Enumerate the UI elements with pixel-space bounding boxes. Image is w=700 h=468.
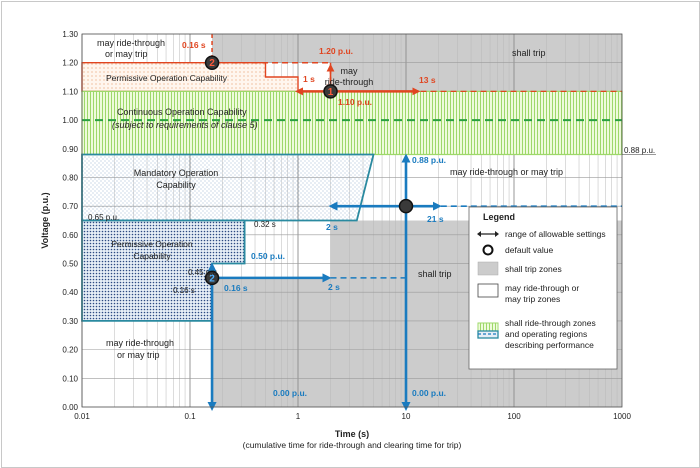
x-tick-label: 1 bbox=[296, 412, 301, 421]
annotation-5: 1.10 p.u. bbox=[338, 97, 372, 107]
y-tick-label: 1.30 bbox=[62, 30, 78, 39]
x-axis-title: Time (s) bbox=[335, 429, 369, 439]
annotation-4: 13 s bbox=[419, 75, 436, 85]
label-permissive-low-1: Permissive Operation bbox=[111, 239, 193, 249]
regions-layer bbox=[81, 62, 656, 322]
y-tick-label: 1.20 bbox=[62, 59, 78, 68]
annotation-13: 0.45 p.u. bbox=[188, 268, 219, 277]
label-continuous-note: (subject to requirements of clause 5) bbox=[112, 120, 258, 130]
default-value-id: 1 bbox=[328, 87, 334, 98]
plot-border bbox=[81, 33, 623, 408]
y-tick-label: 1.00 bbox=[62, 116, 78, 125]
annotation-1: 0.16 s bbox=[182, 40, 206, 50]
label-ride-through-bottom-1: may ride-through bbox=[106, 338, 174, 348]
annotation-12: 0.50 p.u. bbox=[251, 251, 285, 261]
legend: Legend range of allowable settings default… bbox=[468, 206, 618, 370]
settings-lines-layer: 1 2 2 bbox=[204, 34, 622, 411]
x-tick-label: 0.01 bbox=[74, 412, 90, 421]
y-tick-label: 0.60 bbox=[62, 231, 78, 240]
y-tick-label: 0.00 bbox=[62, 403, 78, 412]
label-ride-through-bottom-2: or may trip bbox=[117, 350, 160, 360]
annotation-9: 2 s bbox=[326, 222, 338, 232]
label-ride-through-mid: may ride-through or may trip bbox=[450, 167, 563, 177]
axes-layer: 0.00 0.10 0.20 0.30 0.40 0.50 0.60 0.70 0.80 0.90… bbox=[40, 30, 631, 450]
annotation-18: 0.00 p.u. bbox=[412, 388, 446, 398]
y-tick-label: 1.10 bbox=[62, 87, 78, 96]
label-continuous: Continuous Operation Capability bbox=[117, 107, 247, 117]
legend-circle-icon bbox=[482, 244, 494, 256]
legend-title: Legend bbox=[483, 212, 515, 222]
label-shall-trip-mid: shall trip bbox=[418, 269, 452, 279]
annotation-14: 0.16 s bbox=[173, 286, 195, 295]
annotation-2: 1.20 p.u. bbox=[319, 46, 353, 56]
label-mandatory-2: Capability bbox=[156, 180, 196, 190]
default-value-id: 2 bbox=[209, 58, 215, 69]
legend-entry-5b: and operating regions bbox=[505, 329, 587, 339]
label-shall-trip-top: shall trip bbox=[512, 48, 546, 58]
y-axis-title: Voltage (p.u.) bbox=[40, 192, 50, 248]
annotation-16: 2 s bbox=[328, 282, 340, 292]
legend-entry-4a: may ride-through or bbox=[505, 283, 579, 293]
default-value-id: 2 bbox=[209, 273, 215, 284]
x-tick-label: 0.1 bbox=[184, 412, 196, 421]
x-axis-subtitle: (cumulative time for ride-through and cl… bbox=[243, 440, 462, 450]
y-tick-label: 0.50 bbox=[62, 260, 78, 269]
default-value-marker-4 bbox=[204, 270, 220, 286]
legend-entry-5c: describing performance bbox=[505, 340, 594, 350]
label-ride-through-top-2: or may trip bbox=[105, 49, 148, 59]
y-tick-label: 0.30 bbox=[62, 317, 78, 326]
label-permissive-low-2: Capability bbox=[133, 251, 171, 261]
default-value-marker-3 bbox=[398, 198, 414, 214]
y-tick-label: 0.20 bbox=[62, 346, 78, 355]
y-tick-label: 0.90 bbox=[62, 145, 78, 154]
annotation-6: 0.88 p.u. bbox=[412, 155, 446, 165]
y-tick-label: 0.40 bbox=[62, 288, 78, 297]
legend-entry-4b: may trip zones bbox=[505, 294, 560, 304]
annotation-11: 0.32 s bbox=[254, 220, 276, 229]
label-mandatory-1: Mandatory Operation bbox=[134, 168, 219, 178]
x-tick-label: 10 bbox=[402, 412, 411, 421]
region-mandatory bbox=[81, 153, 375, 222]
default-value-marker-2 bbox=[204, 55, 220, 70]
y-tick-label: 0.70 bbox=[62, 202, 78, 211]
legend-white-box-icon bbox=[477, 283, 499, 298]
legend-entry-5a: shall ride-through zones bbox=[505, 318, 596, 328]
legend-entry-3: shall trip zones bbox=[505, 264, 562, 274]
annotation-10: 0.65 p.u. bbox=[88, 213, 119, 222]
x-tick-label: 1000 bbox=[613, 412, 631, 421]
label-permissive-high: Permissive Operation Capability bbox=[106, 73, 228, 83]
label-ride-through-top-1: may ride-through bbox=[97, 38, 165, 48]
label-may-2: ride-through bbox=[325, 77, 374, 87]
x-tick-label: 100 bbox=[507, 412, 521, 421]
legend-green-box-icon bbox=[477, 322, 499, 332]
legend-gray-box-icon bbox=[477, 261, 499, 276]
annotation-7: 0.88 p.u. bbox=[624, 146, 655, 155]
label-may-1: may bbox=[340, 66, 358, 76]
annotation-8: 21 s bbox=[427, 214, 444, 224]
annotation-17: 0.00 p.u. bbox=[273, 388, 307, 398]
default-value-marker-1 bbox=[323, 84, 338, 99]
legend-entry-2: default value bbox=[505, 245, 553, 255]
y-tick-label: 0.10 bbox=[62, 374, 78, 383]
y-tick-label: 0.80 bbox=[62, 173, 78, 182]
annotation-3: 1 s bbox=[303, 74, 315, 84]
annotation-15: 0.16 s bbox=[224, 283, 248, 293]
legend-entry-1: range of allowable settings bbox=[505, 229, 606, 239]
